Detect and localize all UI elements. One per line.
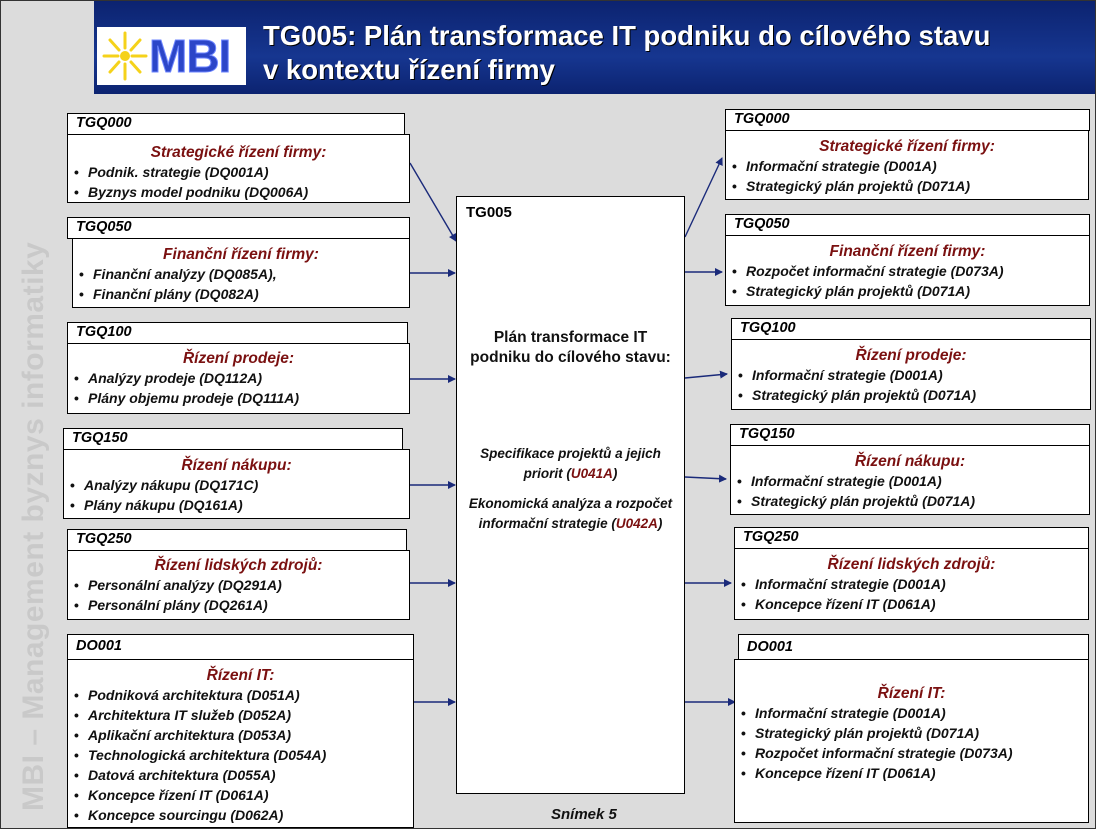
arrow-out-3 (684, 370, 728, 379)
left-code-tgq150: TGQ150 (63, 428, 403, 450)
left-box-it: Řízení IT: Podniková architektura (D051A… (67, 659, 414, 828)
title-line-2: v kontextu řízení firmy (263, 54, 555, 85)
left-code-tgq000: TGQ000 (67, 113, 405, 135)
list-item: Aplikační architektura (D053A) (68, 725, 413, 745)
list-item: Technologická architektura (D054A) (68, 745, 413, 765)
list-item: Plány objemu prodeje (DQ111A) (68, 388, 409, 408)
list-item: Finanční analýzy (DQ085A), (73, 264, 409, 284)
left-code-tgq050: TGQ050 (67, 217, 410, 239)
mbi-logo: MBI (97, 27, 246, 85)
arrow-out-1 (684, 157, 723, 238)
box-title: Řízení IT: (877, 685, 946, 702)
arrow-out-4 (684, 474, 727, 483)
center-process-box: TG005 Plán transformace IT podniku do cí… (456, 196, 685, 794)
right-box-purchasing: Řízení nákupu: Informační strategie (D00… (730, 445, 1090, 515)
slide-number: Snímek 5 (551, 806, 617, 823)
left-code-do001: DO001 (67, 634, 414, 660)
box-title: Strategické řízení firmy: (150, 144, 327, 161)
output-tail: ) (612, 466, 618, 481)
left-box-strategic: Strategické řízení firmy: Podnik. strate… (67, 134, 410, 203)
list-item: Byznys model podniku (DQ006A) (68, 182, 409, 202)
left-code-tgq100: TGQ100 (67, 322, 408, 344)
list-item: Koncepce řízení IT (D061A) (735, 594, 1088, 614)
right-box-strategic: Strategické řízení firmy: Informační str… (725, 130, 1089, 200)
list-item: Informační strategie (D001A) (726, 156, 1088, 176)
right-box-financial: Finanční řízení firmy: Rozpočet informač… (725, 235, 1090, 306)
box-title: Strategické řízení firmy: (819, 138, 995, 155)
center-output-2: Ekonomická analýza a rozpočet informační… (467, 494, 674, 534)
left-box-sales: Řízení prodeje: Analýzy prodeje (DQ112A)… (67, 343, 410, 414)
list-item: Strategický plán projektů (D071A) (732, 385, 1090, 405)
list-item: Analýzy prodeje (DQ112A) (68, 368, 409, 388)
sun-icon (102, 31, 148, 81)
list-item: Strategický plán projektů (D071A) (726, 281, 1089, 301)
center-output-1: Specifikace projektů a jejich priorit (U… (467, 444, 674, 484)
left-box-purchasing: Řízení nákupu: Analýzy nákupu (DQ171C)Pl… (63, 449, 410, 519)
list-item: Rozpočet informační strategie (D073A) (735, 743, 1088, 763)
logo-text: MBI (148, 30, 231, 83)
right-code-do001: DO001 (738, 634, 1089, 660)
list-item: Strategický plán projektů (D071A) (731, 491, 1089, 511)
right-code-tgq250: TGQ250 (734, 527, 1089, 549)
list-item: Koncepce sourcingu (D062A) (68, 805, 413, 825)
output-text: Ekonomická analýza a rozpočet informační… (468, 496, 673, 531)
list-item: Podniková architektura (D051A) (68, 685, 413, 705)
list-item: Finanční plány (DQ082A) (73, 284, 409, 304)
right-code-tgq050: TGQ050 (725, 214, 1090, 236)
left-box-hr: Řízení lidských zdrojů: Personální analý… (67, 550, 410, 620)
list-item: Informační strategie (D001A) (732, 365, 1090, 385)
list-item: Informační strategie (D001A) (735, 574, 1088, 594)
list-item: Strategický plán projektů (D071A) (726, 176, 1088, 196)
title-line-1: TG005: Plán transformace IT podniku do c… (263, 20, 991, 51)
right-code-tgq100: TGQ100 (731, 318, 1091, 340)
output-text: Specifikace projektů a jejich priorit ( (480, 446, 661, 481)
box-title: Řízení lidských zdrojů: (154, 557, 323, 574)
list-item: Koncepce řízení IT (D061A) (735, 763, 1088, 783)
box-title: Finanční řízení firmy: (163, 246, 319, 263)
page-title: TG005: Plán transformace IT podniku do c… (263, 19, 1093, 87)
center-title: Plán transformace IT podniku do cílového… (470, 329, 671, 366)
right-box-it: Řízení IT: Informační strategie (D001A) … (734, 659, 1089, 823)
arrow-in-1 (409, 162, 457, 242)
right-box-sales: Řízení prodeje: Informační strategie (D0… (731, 339, 1091, 410)
list-item: Datová architektura (D055A) (68, 765, 413, 785)
list-item: Informační strategie (D001A) (731, 471, 1089, 491)
box-title: Řízení nákupu: (854, 453, 966, 470)
output-tail: ) (657, 516, 663, 531)
list-item: Strategický plán projektů (D071A) (735, 723, 1088, 743)
box-title: Řízení IT: (206, 667, 275, 684)
box-title: Řízení lidských zdrojů: (827, 556, 996, 573)
list-item: Informační strategie (D001A) (735, 703, 1088, 723)
box-title: Řízení prodeje: (182, 350, 295, 367)
output-ref: U041A (570, 466, 613, 481)
list-item: Rozpočet informační strategie (D073A) (726, 261, 1089, 281)
list-item: Plány nákupu (DQ161A) (64, 495, 409, 515)
list-item: Podnik. strategie (DQ001A) (68, 162, 409, 182)
header-bar (94, 1, 1095, 94)
box-title: Finanční řízení firmy: (829, 243, 986, 260)
center-code: TG005 (466, 204, 512, 221)
list-item: Analýzy nákupu (DQ171C) (64, 475, 409, 495)
box-title: Řízení prodeje: (855, 347, 967, 364)
list-item: Personální plány (DQ261A) (68, 595, 409, 615)
list-item: Architektura IT služeb (D052A) (68, 705, 413, 725)
left-code-tgq250: TGQ250 (67, 529, 407, 551)
left-box-financial: Finanční řízení firmy: Finanční analýzy … (72, 238, 410, 308)
output-ref: U042A (615, 516, 658, 531)
right-box-hr: Řízení lidských zdrojů: Informační strat… (734, 548, 1089, 620)
right-code-tgq150: TGQ150 (730, 424, 1090, 446)
box-title: Řízení nákupu: (181, 457, 292, 474)
list-item: Koncepce řízení IT (D061A) (68, 785, 413, 805)
right-code-tgq000: TGQ000 (725, 109, 1090, 131)
list-item: Personální analýzy (DQ291A) (68, 575, 409, 595)
